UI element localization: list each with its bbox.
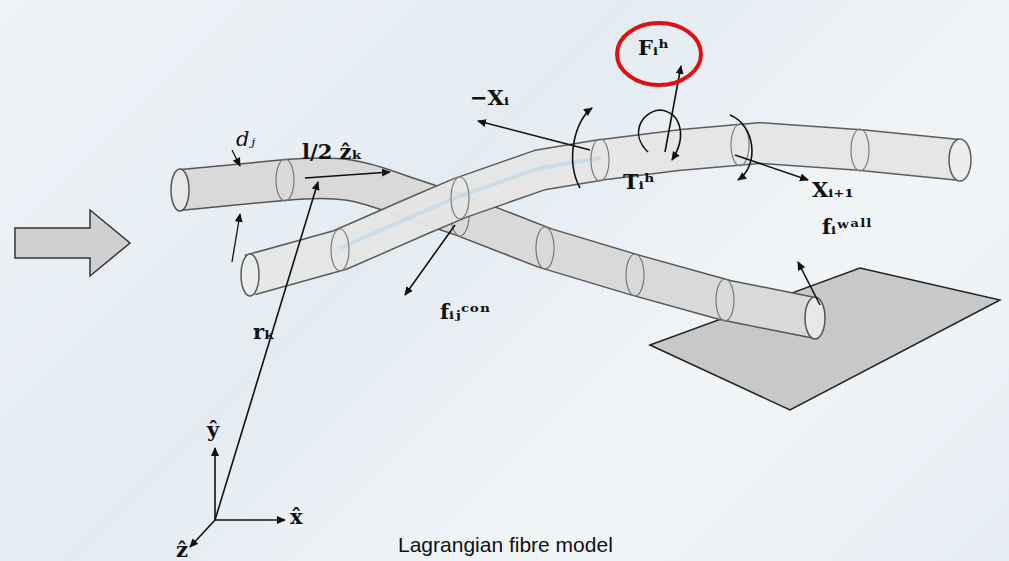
symbol-label: ŷ: [207, 418, 219, 441]
symbol-label: Tᵢʰ: [623, 170, 655, 193]
symbol-label: fᵢʷᵃˡˡ: [822, 215, 872, 238]
symbol-label: Xᵢ₊₁: [812, 178, 854, 201]
symbol-label: x̂: [290, 505, 303, 528]
symbol-label: fᵢⱼᶜᵒⁿ: [440, 300, 490, 323]
symbol-label: Fᵢʰ: [638, 36, 669, 59]
fibre: [241, 124, 971, 296]
highlight-circle: [617, 23, 701, 85]
symbol-label: l/2 ẑₖ: [302, 140, 363, 163]
symbol-label: ẑ: [176, 538, 188, 561]
symbol-label: dⱼ: [236, 128, 255, 151]
caption: Lagrangian fibre model: [398, 533, 613, 557]
force-arrows: [190, 66, 820, 547]
symbol-label: −Xᵢ: [470, 86, 509, 109]
symbol-label: rₖ: [253, 320, 275, 343]
dimension-arrows: [232, 150, 240, 262]
flow-arrow: [15, 210, 130, 276]
